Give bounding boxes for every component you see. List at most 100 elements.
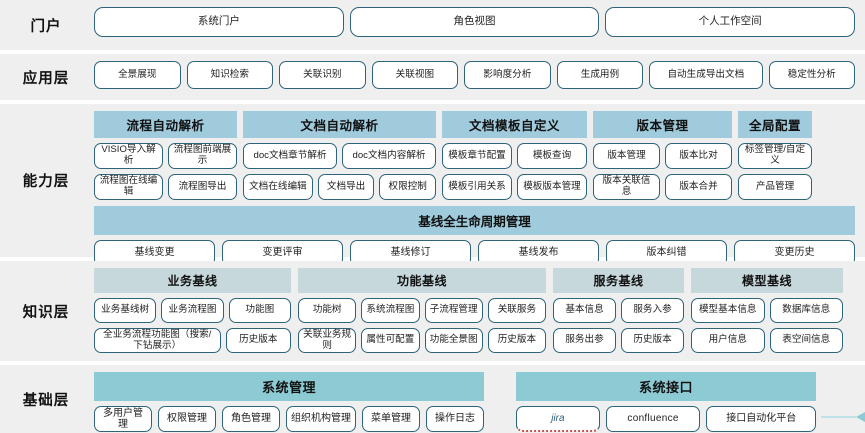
application-item-4[interactable]: 影响度分析 — [464, 61, 551, 89]
foundation-item[interactable]: 角色管理 — [222, 406, 280, 432]
capability-group-2-row-0: 模板章节配置 模板查询 — [442, 143, 587, 169]
portal-items-row: 系统门户 角色视图 个人工作空间 — [94, 7, 856, 37]
application-item-7[interactable]: 稳定性分析 — [768, 61, 856, 89]
capability-baseline-title: 基线全生命周期管理 — [94, 206, 855, 235]
knowledge-groups: 业务基线 业务基线树 业务流程图 功能图 全业务流程功能图（搜索/下钻展示） 历… — [94, 268, 855, 353]
capability-group-0-row-1: 流程图在线编辑 流程图导出 — [94, 174, 237, 200]
capability-item[interactable]: 版本比对 — [665, 143, 732, 169]
capability-group-1: 文档自动解析 doc文档章节解析 doc文档内容解析 文档在线编辑 文档导出 权… — [243, 111, 437, 200]
capability-item[interactable]: 版本合并 — [665, 174, 732, 200]
knowledge-item[interactable]: 基本信息 — [553, 298, 616, 323]
capability-group-0: 流程自动解析 VISIO导入解析 流程图前端展示 流程图在线编辑 流程图导出 — [94, 111, 237, 200]
knowledge-group-2-row-1: 服务出参 历史版本 — [553, 328, 684, 353]
knowledge-item[interactable]: 用户信息 — [691, 328, 765, 353]
capability-item[interactable]: 流程图导出 — [168, 174, 237, 200]
knowledge-item[interactable]: 表空间信息 — [769, 328, 843, 353]
layer-body-application: 全景展现 知识检索 关联识别 关联视图 影响度分析 生成用例 自动生成导出文档 … — [92, 54, 865, 100]
knowledge-item[interactable]: 功能图 — [228, 298, 291, 323]
capability-item[interactable]: 模板引用关系 — [442, 174, 512, 200]
capability-item[interactable]: 文档在线编辑 — [243, 174, 313, 200]
foundation-item[interactable]: 组织机构管理 — [286, 406, 356, 432]
capability-item[interactable]: 模板查询 — [517, 143, 587, 169]
knowledge-item[interactable]: 属性可配置 — [361, 328, 420, 353]
application-item-1[interactable]: 知识检索 — [186, 61, 274, 89]
capability-item[interactable]: 版本关联信息 — [593, 174, 660, 200]
knowledge-group-3-title: 模型基线 — [691, 268, 843, 293]
capability-item[interactable]: 流程图在线编辑 — [94, 174, 163, 200]
knowledge-item[interactable]: 数据库信息 — [769, 298, 843, 323]
knowledge-group-0: 业务基线 业务基线树 业务流程图 功能图 全业务流程功能图（搜索/下钻展示） 历… — [94, 268, 291, 353]
capability-item[interactable]: 产品管理 — [738, 174, 812, 200]
application-item-3[interactable]: 关联视图 — [371, 61, 459, 89]
knowledge-item[interactable]: 关联业务规则 — [298, 328, 357, 353]
capability-baseline-block: 基线全生命周期管理 基线变更 变更评审 基线修订 基线发布 版本纠错 变更历史 — [94, 206, 855, 266]
capability-item[interactable]: VISIO导入解析 — [94, 143, 163, 169]
capability-item[interactable]: doc文档章节解析 — [243, 143, 337, 169]
layer-label-application: 应用层 — [0, 54, 92, 100]
knowledge-item[interactable]: 业务流程图 — [161, 298, 224, 323]
knowledge-item[interactable]: 系统流程图 — [361, 298, 420, 323]
foundation-item-api-platform[interactable]: 接口自动化平台 — [706, 406, 816, 432]
knowledge-item[interactable]: 服务出参 — [553, 328, 616, 353]
knowledge-item[interactable]: 业务基线树 — [94, 298, 157, 323]
application-item-5[interactable]: 生成用例 — [556, 61, 644, 89]
layer-capability: 能力层 流程自动解析 VISIO导入解析 流程图前端展示 流程图在线编辑 流程图… — [0, 104, 865, 266]
knowledge-group-1-row-1: 关联业务规则 属性可配置 功能全景图 历史版本 — [298, 328, 546, 353]
knowledge-group-3: 模型基线 模型基本信息 数据库信息 用户信息 表空间信息 — [691, 268, 843, 353]
capability-group-2: 文档模板自定义 模板章节配置 模板查询 模板引用关系 模板版本管理 — [442, 111, 587, 200]
knowledge-group-1: 功能基线 功能树 系统流程图 子流程管理 关联服务 关联业务规则 属性可配置 功… — [298, 268, 546, 353]
layer-label-knowledge: 知识层 — [0, 261, 92, 361]
knowledge-item[interactable]: 功能树 — [298, 298, 357, 323]
layer-foundation: 基础层 系统管理 多用户管理 权限管理 角色管理 组织机构管理 菜单管理 操作日… — [0, 365, 865, 433]
knowledge-item[interactable]: 服务入参 — [621, 298, 684, 323]
capability-group-2-title: 文档模板自定义 — [442, 111, 587, 138]
knowledge-item[interactable]: 历史版本 — [487, 328, 546, 353]
application-item-6[interactable]: 自动生成导出文档 — [649, 61, 763, 89]
capability-item[interactable]: 模板版本管理 — [517, 174, 587, 200]
foundation-item[interactable]: 操作日志 — [426, 406, 484, 432]
knowledge-item[interactable]: 功能全景图 — [424, 328, 483, 353]
knowledge-group-2-title: 服务基线 — [553, 268, 684, 293]
capability-group-0-title: 流程自动解析 — [94, 111, 237, 138]
capability-group-3-row-1: 版本关联信息 版本合并 — [593, 174, 732, 200]
capability-group-4: 全局配置 标签管理/自定义 产品管理 — [738, 111, 812, 200]
layer-knowledge: 知识层 业务基线 业务基线树 业务流程图 功能图 全业务流程功能图（搜索/下钻展… — [0, 261, 865, 361]
knowledge-item[interactable]: 模型基本信息 — [691, 298, 765, 323]
capability-item[interactable]: doc文档内容解析 — [342, 143, 436, 169]
foundation-item[interactable]: 多用户管理 — [94, 406, 152, 432]
foundation-group-1-row: jira confluence 接口自动化平台 — [516, 406, 816, 432]
capability-group-2-row-1: 模板引用关系 模板版本管理 — [442, 174, 587, 200]
application-item-0[interactable]: 全景展现 — [94, 61, 181, 89]
portal-item-2[interactable]: 个人工作空间 — [605, 7, 856, 37]
capability-item[interactable]: 权限控制 — [379, 174, 437, 200]
layer-body-portal: 系统门户 角色视图 个人工作空间 — [92, 0, 865, 50]
foundation-item[interactable]: 权限管理 — [158, 406, 216, 432]
foundation-group-1-title: 系统接口 — [516, 372, 816, 401]
knowledge-item[interactable]: 历史版本 — [225, 328, 291, 353]
foundation-group-0: 系统管理 多用户管理 权限管理 角色管理 组织机构管理 菜单管理 操作日志 — [94, 372, 484, 432]
knowledge-item[interactable]: 全业务流程功能图（搜索/下钻展示） — [94, 328, 221, 353]
foundation-item[interactable]: 菜单管理 — [362, 406, 420, 432]
knowledge-group-0-row-0: 业务基线树 业务流程图 功能图 — [94, 298, 291, 323]
capability-group-3: 版本管理 版本管理 版本比对 版本关联信息 版本合并 — [593, 111, 732, 200]
application-item-2[interactable]: 关联识别 — [279, 61, 366, 89]
capability-group-0-row-0: VISIO导入解析 流程图前端展示 — [94, 143, 237, 169]
connector-arrowhead — [856, 412, 865, 422]
portal-item-1[interactable]: 角色视图 — [349, 7, 600, 37]
foundation-item-confluence[interactable]: confluence — [605, 406, 701, 432]
capability-item[interactable]: 标签管理/自定义 — [738, 143, 812, 169]
capability-group-1-title: 文档自动解析 — [243, 111, 436, 138]
capability-item[interactable]: 模板章节配置 — [442, 143, 512, 169]
knowledge-group-0-row-1: 全业务流程功能图（搜索/下钻展示） 历史版本 — [94, 328, 291, 353]
foundation-item-jira[interactable]: jira — [516, 406, 600, 432]
capability-item[interactable]: 流程图前端展示 — [168, 143, 237, 169]
knowledge-item[interactable]: 历史版本 — [621, 328, 684, 353]
capability-item[interactable]: 版本管理 — [593, 143, 660, 169]
layer-body-foundation: 系统管理 多用户管理 权限管理 角色管理 组织机构管理 菜单管理 操作日志 系统… — [92, 365, 865, 433]
knowledge-item[interactable]: 子流程管理 — [424, 298, 483, 323]
capability-item[interactable]: 文档导出 — [317, 174, 375, 200]
portal-item-0[interactable]: 系统门户 — [94, 7, 344, 37]
knowledge-item[interactable]: 关联服务 — [487, 298, 546, 323]
knowledge-group-2: 服务基线 基本信息 服务入参 服务出参 历史版本 — [553, 268, 684, 353]
